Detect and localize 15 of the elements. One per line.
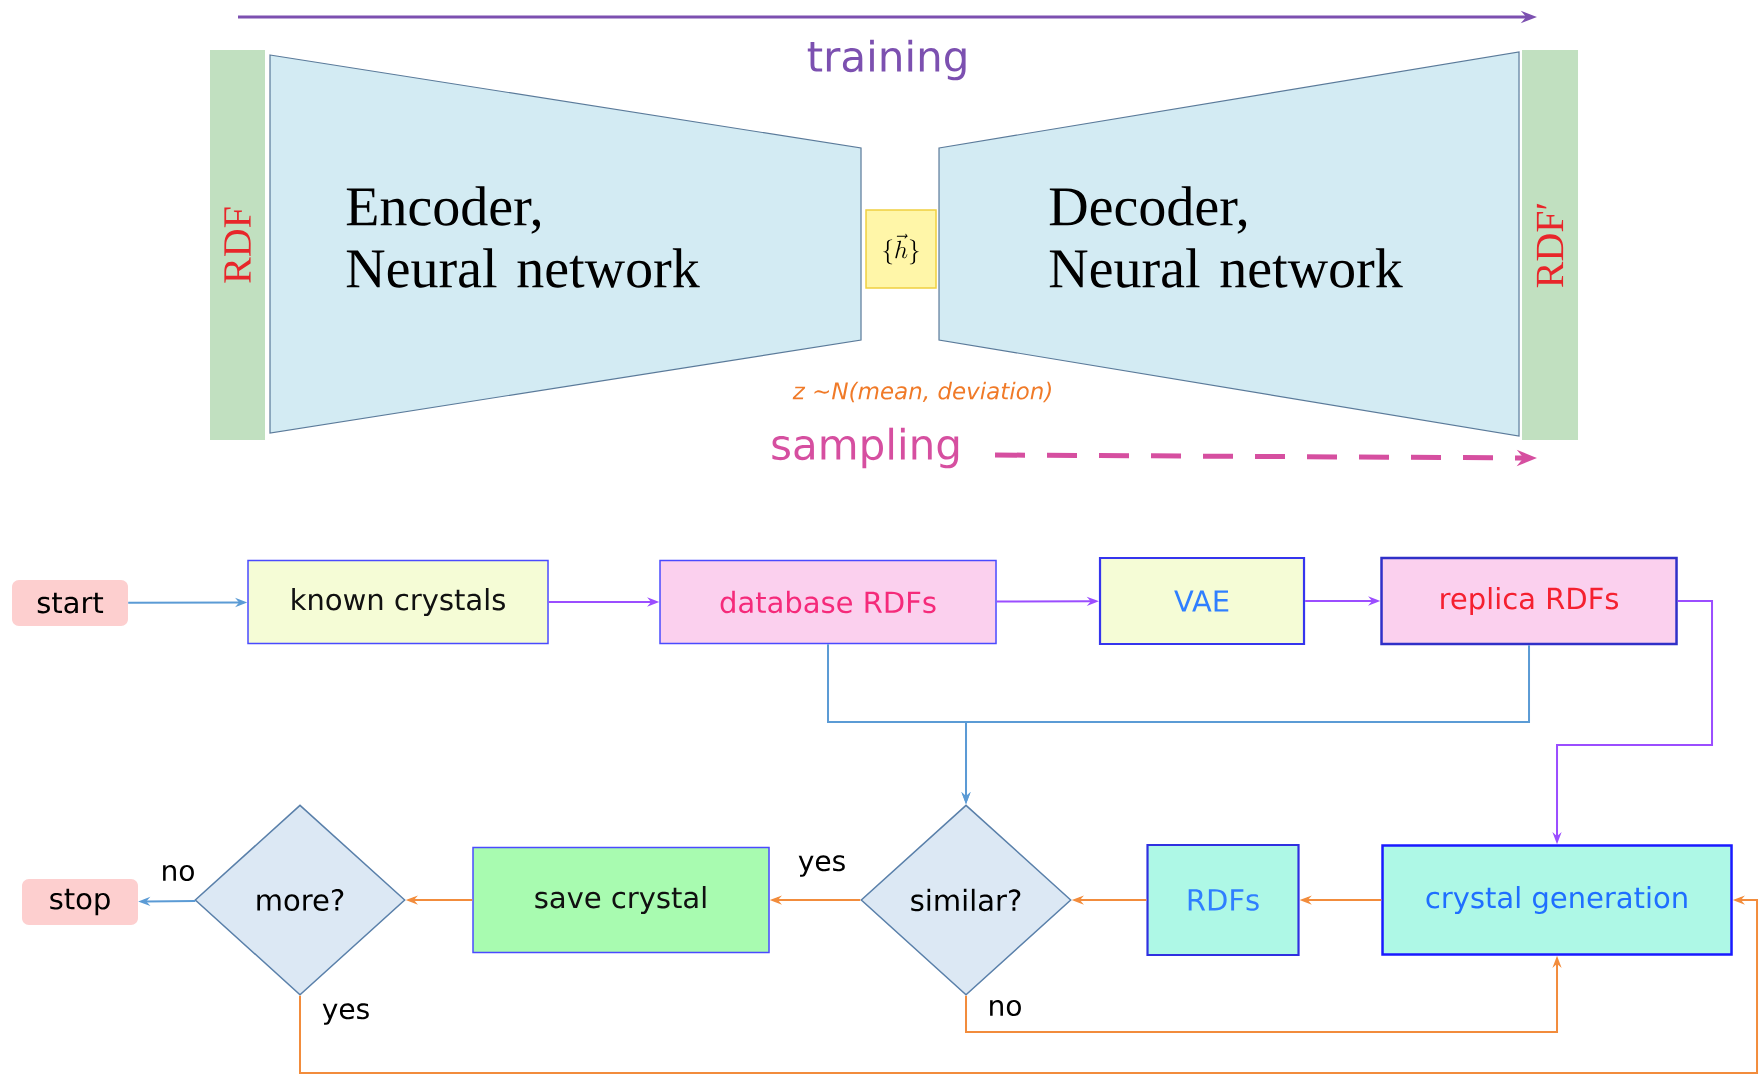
start-terminal: start [12,580,128,626]
edge-label: yes [795,853,849,879]
process-box: known crystals [247,559,549,645]
rdf-bar: RDF′ [1522,50,1578,440]
latent-box: $\{\vec{h}\}$ [865,209,937,289]
stop-terminal: stop [22,879,138,925]
process-box: save crystal [472,846,770,954]
process-box: database RDFs [659,559,997,645]
process-box: crystal generation [1381,844,1733,956]
edge-label: yes [319,1001,373,1027]
process-box: replica RDFs [1380,556,1678,646]
process-box: VAE [1098,556,1306,646]
process-box: RDFs [1146,843,1300,957]
edge-label: no [985,997,1025,1019]
rdf-bar: RDF [210,50,265,440]
